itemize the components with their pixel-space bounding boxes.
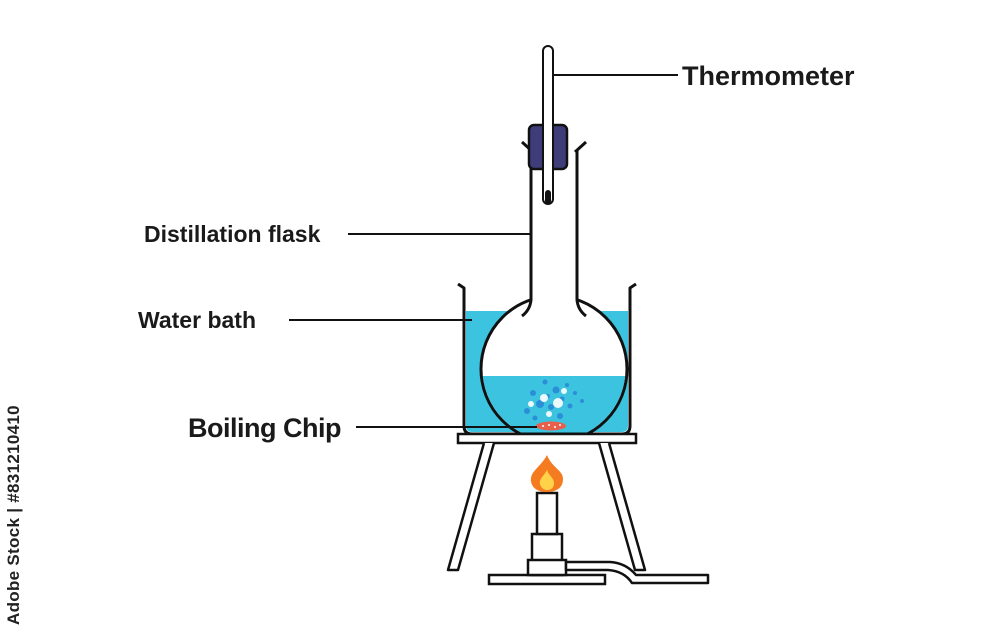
burner-tube [535, 491, 559, 536]
boiling-chip-label: Boiling Chip [188, 413, 341, 443]
burner-base [487, 573, 607, 586]
flask-neck [521, 150, 587, 318]
tripod-leg-left [446, 442, 496, 572]
flame-inner [539, 470, 554, 490]
distillation-flask-label: Distillation flask [144, 221, 321, 247]
bubbles [524, 379, 584, 421]
thermometer-label: Thermometer [682, 61, 855, 91]
boiling-chip [536, 421, 566, 431]
stock-watermark-id: Adobe Stock | #831210410 [4, 405, 23, 625]
tripod-top [456, 432, 638, 445]
burner-collar [526, 558, 568, 577]
thermometer-bulb [545, 190, 551, 204]
thermometer-tube [542, 45, 554, 205]
bubble-highlights [528, 388, 567, 417]
water-bath-label: Water bath [138, 307, 256, 333]
gas-hose [564, 560, 710, 585]
tripod-leg-right [597, 442, 647, 572]
